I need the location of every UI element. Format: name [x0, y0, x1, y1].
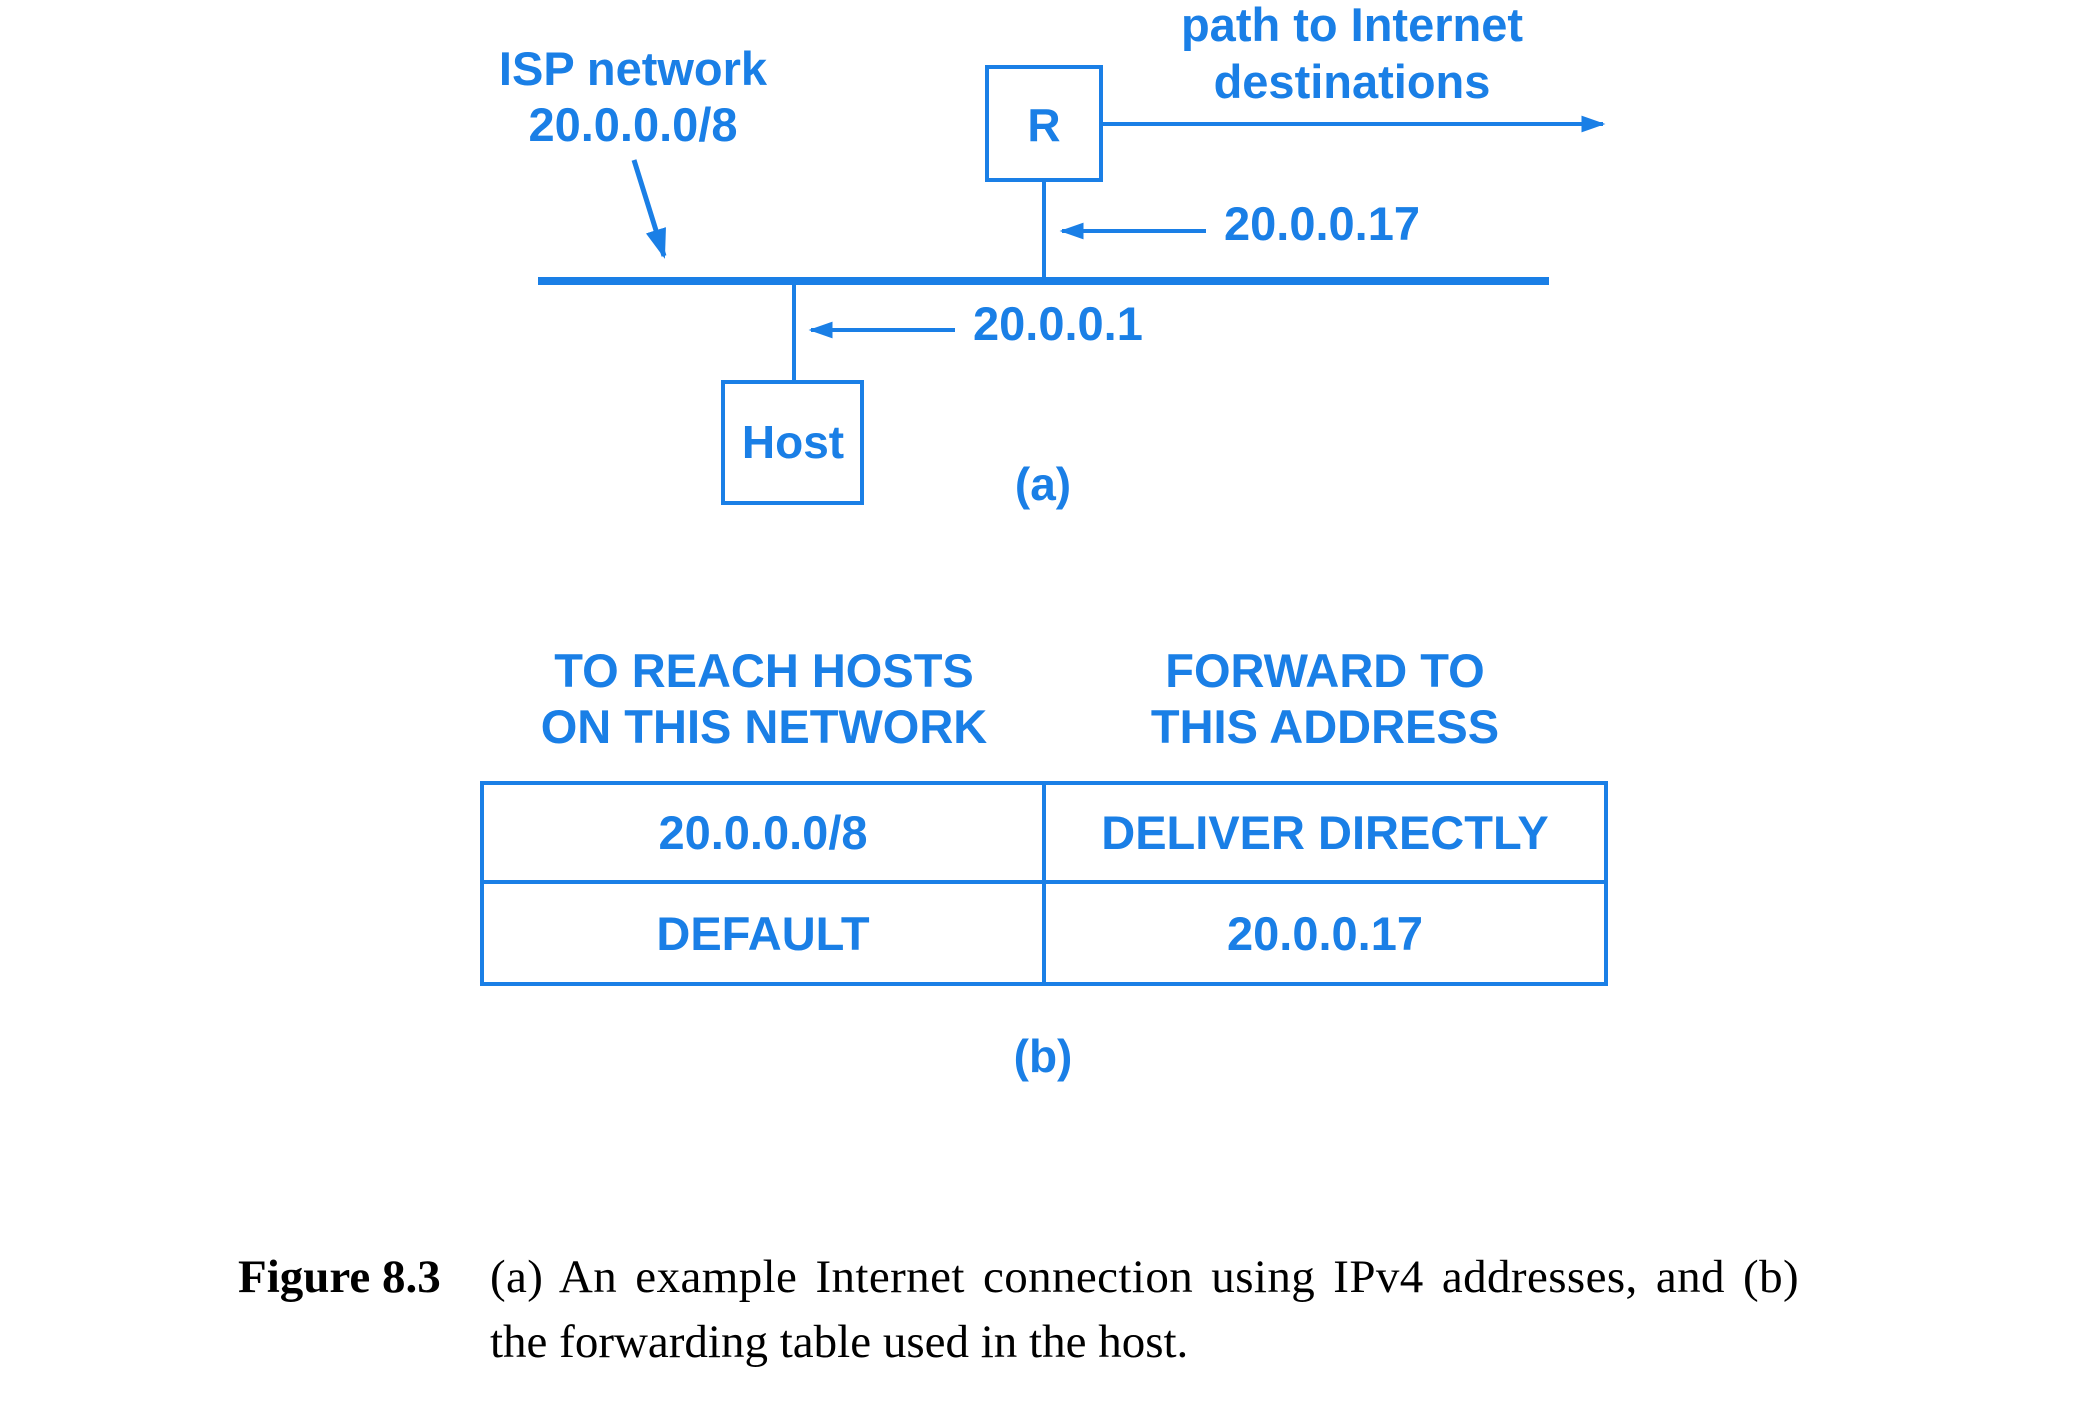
header-col1-line1: TO REACH HOSTS: [554, 644, 974, 697]
header-col1-line2: ON THIS NETWORK: [541, 700, 988, 753]
table-cell-r1c1: 20.0.0.0/8: [658, 806, 867, 859]
caption-line-1: (a) An example Internet connection using…: [490, 1251, 1800, 1303]
network-label-line2: 20.0.0.0/8: [528, 98, 737, 151]
network-label-arrow: [631, 159, 667, 259]
host-label: Host: [742, 416, 844, 468]
header-col2-line2: THIS ADDRESS: [1151, 700, 1499, 753]
forwarding-table: 20.0.0.0/8 DELIVER DIRECTLY DEFAULT 20.0…: [480, 781, 1608, 986]
table-cell-r2c2: 20.0.0.17: [1227, 907, 1423, 960]
header-col2-line1: FORWARD TO: [1165, 644, 1484, 697]
part-b-label: (b): [1014, 1030, 1073, 1082]
host-box: [721, 380, 864, 505]
table-cell-r2c1: DEFAULT: [656, 907, 870, 960]
caption-label: Figure 8.3: [238, 1251, 441, 1303]
caption-line-2: the forwarding table used in the host.: [490, 1316, 1189, 1368]
caption-text: (a) An example Internet connection using…: [490, 1245, 2079, 1375]
part-a-label: (a): [1015, 458, 1071, 510]
table-cell-r1c2: DELIVER DIRECTLY: [1101, 806, 1548, 859]
router-address: 20.0.0.17: [1224, 197, 1420, 250]
path-label-line1: path to Internet: [1181, 0, 1523, 51]
host-address: 20.0.0.1: [973, 297, 1143, 350]
router-label: R: [1027, 99, 1060, 151]
network-label-line1: ISP network: [499, 42, 768, 95]
path-label-line2: destinations: [1214, 55, 1491, 108]
